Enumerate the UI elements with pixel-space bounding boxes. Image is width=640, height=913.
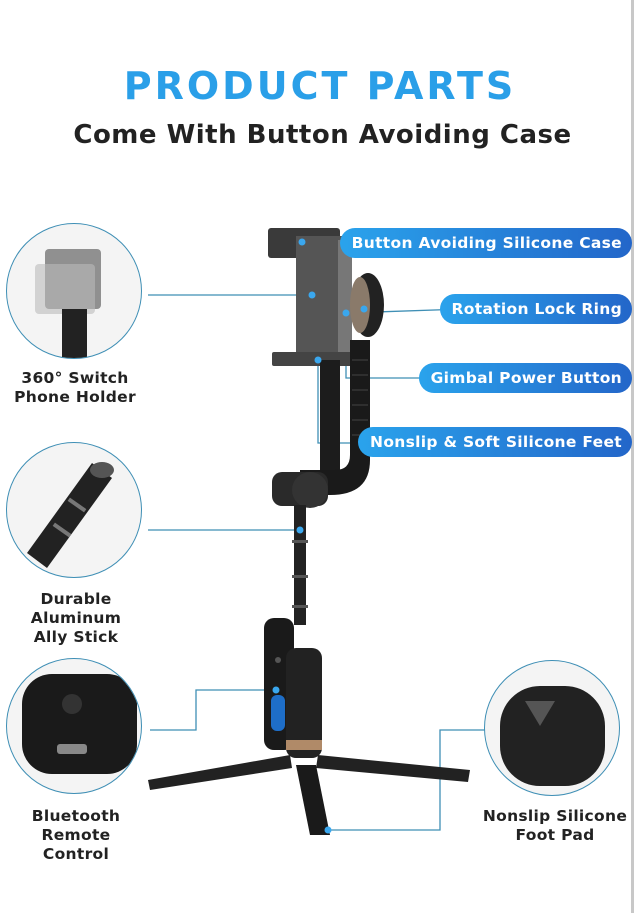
- foot-pad-closeup-icon: [484, 660, 620, 796]
- feature-label-remote: Bluetooth Remote Control: [0, 807, 152, 864]
- remote-closeup-icon: [6, 658, 142, 794]
- feature-label-stick: Durable Aluminum Ally Stick: [0, 590, 152, 647]
- feature-label-foot-pad: Nonslip Silicone Foot Pad: [478, 807, 632, 845]
- feature-label-line: Nonslip Silicone: [482, 807, 628, 825]
- feature-label-phone-holder: 360° Switch Phone Holder: [0, 369, 150, 407]
- callout-nonslip-soft-silicone-feet: Nonslip & Soft Silicone Feet: [358, 427, 632, 457]
- stick-closeup-icon: [6, 442, 142, 578]
- callout-gimbal-power-button: Gimbal Power Button: [418, 363, 632, 393]
- phone-holder-closeup-icon: [6, 223, 142, 359]
- callout-button-avoiding-silicone-case: Button Avoiding Silicone Case: [339, 228, 632, 258]
- feature-label-line: Bluetooth Remote: [31, 807, 121, 844]
- feature-label-line: 360° Switch: [21, 369, 129, 387]
- page-subtitle: Come With Button Avoiding Case: [73, 120, 572, 150]
- feature-label-line: Foot Pad: [515, 826, 595, 844]
- page-edge-divider: [631, 0, 634, 913]
- page-title: PRODUCT PARTS: [123, 64, 517, 108]
- callout-rotation-lock-ring: Rotation Lock Ring: [439, 294, 632, 324]
- feature-label-line: Ally Stick: [33, 628, 119, 646]
- feature-label-line: Phone Holder: [14, 388, 136, 406]
- feature-label-line: Control: [42, 845, 110, 863]
- feature-label-line: Durable Aluminum: [30, 590, 122, 627]
